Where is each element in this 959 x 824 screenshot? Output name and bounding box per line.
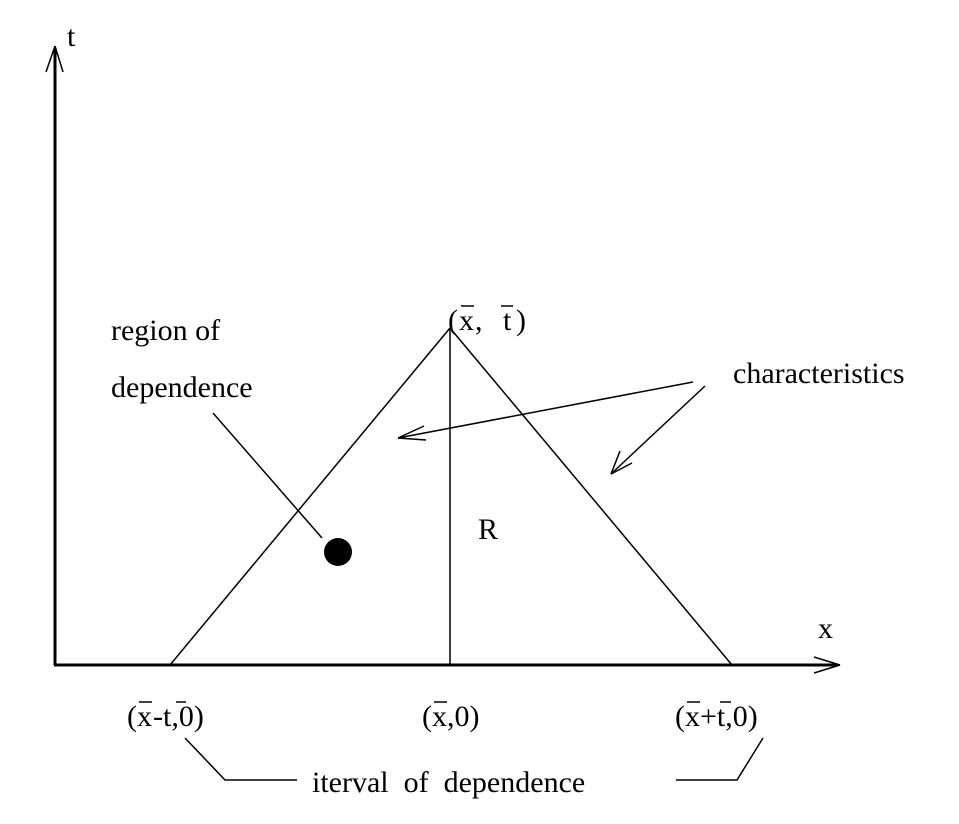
characteristics-arrow-left: [397, 381, 694, 441]
base-center-rest: ,0): [447, 700, 480, 733]
t-axis-label: t: [67, 20, 76, 53]
region-marker-dot: [324, 538, 352, 566]
apex-t: t: [503, 304, 512, 337]
base-left-x: x: [137, 700, 152, 733]
interval-bracket-left: [184, 737, 297, 781]
base-right-rest: +t,0): [700, 700, 758, 733]
base-center-open: (: [422, 700, 432, 733]
apex-x: x: [459, 304, 474, 337]
base-label-right: ( x +t,0): [675, 700, 758, 733]
interval-bracket-right: [676, 737, 764, 781]
base-left-open: (: [127, 700, 137, 733]
apex-label: ( x , t ): [448, 304, 526, 337]
base-label-center: ( x ,0): [422, 700, 480, 733]
characteristics-label: characteristics: [733, 357, 905, 390]
region-label-line2: dependence: [111, 371, 253, 404]
x-axis-label: x: [818, 612, 833, 645]
base-label-left: ( x -t,0): [127, 700, 204, 733]
left-characteristic-line: [169, 327, 451, 666]
apex-comma: ,: [475, 304, 483, 337]
region-pointer-line: [212, 412, 323, 539]
base-right-x: x: [685, 700, 700, 733]
base-left-rest: -t,0): [153, 700, 204, 733]
right-characteristic-line: [449, 327, 733, 666]
region-r-label: R: [478, 513, 498, 546]
base-center-x: x: [432, 700, 447, 733]
region-label-line1: region of: [111, 314, 220, 347]
base-right-open: (: [675, 700, 685, 733]
apex-close: ): [516, 304, 526, 337]
interval-label: iterval of dependence: [312, 766, 585, 799]
characteristics-arrow-right: [610, 385, 706, 475]
apex-open: (: [448, 304, 458, 337]
x-axis: [54, 656, 841, 674]
t-axis: [45, 45, 64, 665]
